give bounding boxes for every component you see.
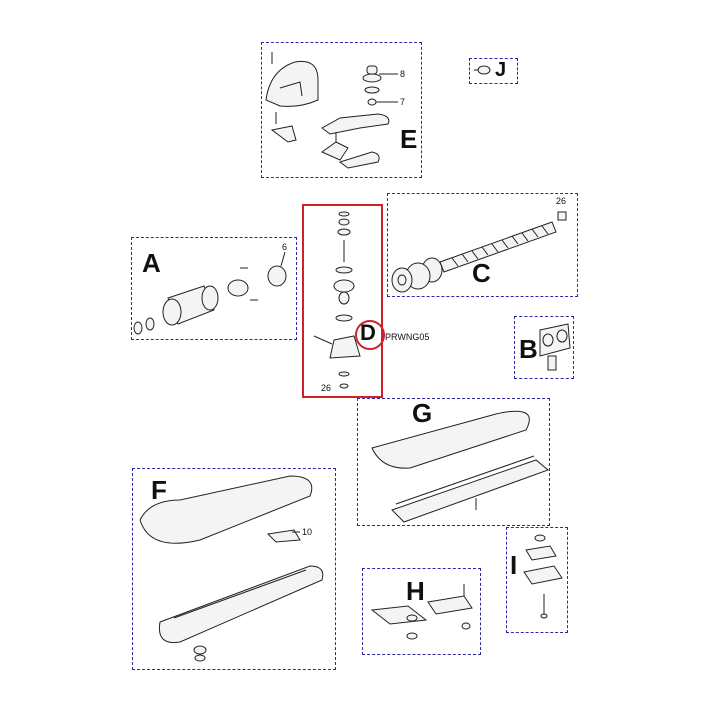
group-b-box[interactable] (514, 316, 574, 379)
group-i-label: I (510, 550, 518, 580)
group-f-part-number-10: 10 (302, 527, 313, 537)
group-d-box-selected[interactable] (302, 204, 383, 398)
group-d-product-code: PRWNG05 (385, 332, 430, 342)
group-e-label: E (400, 124, 418, 154)
group-c-box[interactable] (387, 193, 578, 297)
group-g-box[interactable] (357, 398, 550, 526)
group-a-label: A (142, 248, 161, 278)
group-h-label: H (406, 576, 425, 606)
group-h-box[interactable] (362, 568, 481, 655)
group-c-part-number-26: 26 (556, 196, 567, 206)
group-e-box[interactable] (261, 42, 422, 178)
group-d-part-number-26: 26 (321, 383, 332, 393)
group-d-highlight-ring (355, 320, 385, 350)
group-d-label: D (360, 320, 376, 345)
group-c-label: C (472, 258, 491, 288)
group-e-part-number-8: 8 (400, 69, 406, 79)
group-b-label: B (519, 334, 538, 364)
group-f-box[interactable] (132, 468, 336, 670)
group-a-box[interactable] (131, 237, 297, 340)
group-j-box[interactable] (469, 58, 518, 84)
group-i-box[interactable] (506, 527, 568, 633)
group-f-label: F (151, 475, 167, 505)
group-e-part-number-7: 7 (400, 97, 406, 107)
group-a-part-number-6: 6 (282, 242, 288, 252)
group-g-label: G (412, 398, 433, 428)
group-j-label: J (495, 59, 507, 81)
